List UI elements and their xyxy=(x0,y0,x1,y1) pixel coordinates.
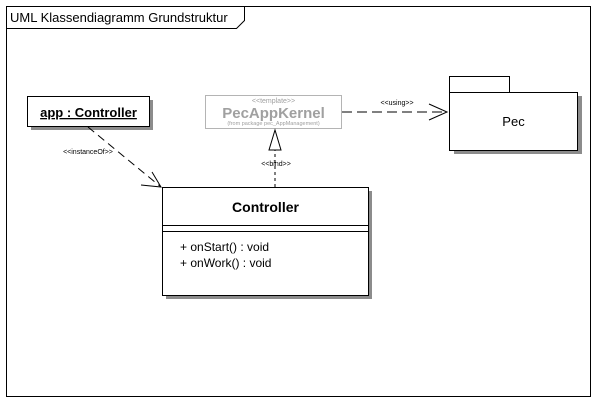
instance-label: app : Controller xyxy=(40,105,137,120)
package-body xyxy=(449,92,578,151)
template-stereotype: <<template>> xyxy=(252,98,295,105)
instance-of-label: <<instanceOf>> xyxy=(63,149,113,156)
bind-arrowhead xyxy=(268,128,282,151)
package-name: Pec xyxy=(502,114,525,129)
instance-of-arrowhead xyxy=(140,171,162,188)
instance-app-controller[interactable]: app : Controller xyxy=(27,96,154,131)
template-package-note: (from package pec_AppManagement) xyxy=(227,121,319,127)
package-pec[interactable]: Pec xyxy=(449,76,583,155)
frame-title-tab xyxy=(6,6,245,29)
template-class-box xyxy=(205,95,342,129)
template-class-pecappkernel[interactable]: <<template>> PecAppKernel (from package … xyxy=(205,95,342,129)
using-arrowhead xyxy=(428,103,449,121)
relation-bind[interactable]: <<bind>> xyxy=(261,128,291,187)
instance-box xyxy=(27,96,150,127)
relation-instance-of[interactable]: <<instanceOf>> xyxy=(63,126,162,188)
instance-of-line xyxy=(87,126,162,188)
package-tab xyxy=(449,76,510,93)
bind-label: <<bind>> xyxy=(261,161,291,168)
controller-box xyxy=(162,187,369,296)
controller-operation[interactable]: + onWork() : void xyxy=(180,256,271,270)
controller-class-name: Controller xyxy=(232,199,299,215)
controller-operation[interactable]: + onStart() : void xyxy=(180,240,269,254)
using-label: <<using>> xyxy=(380,100,413,107)
frame-title: UML Klassendiagramm Grundstruktur xyxy=(10,10,228,25)
template-class-name: PecAppKernel xyxy=(222,105,325,122)
relation-using[interactable]: <<using>> xyxy=(342,100,449,121)
class-controller[interactable]: Controller + onStart() : void + onWork()… xyxy=(162,187,373,300)
